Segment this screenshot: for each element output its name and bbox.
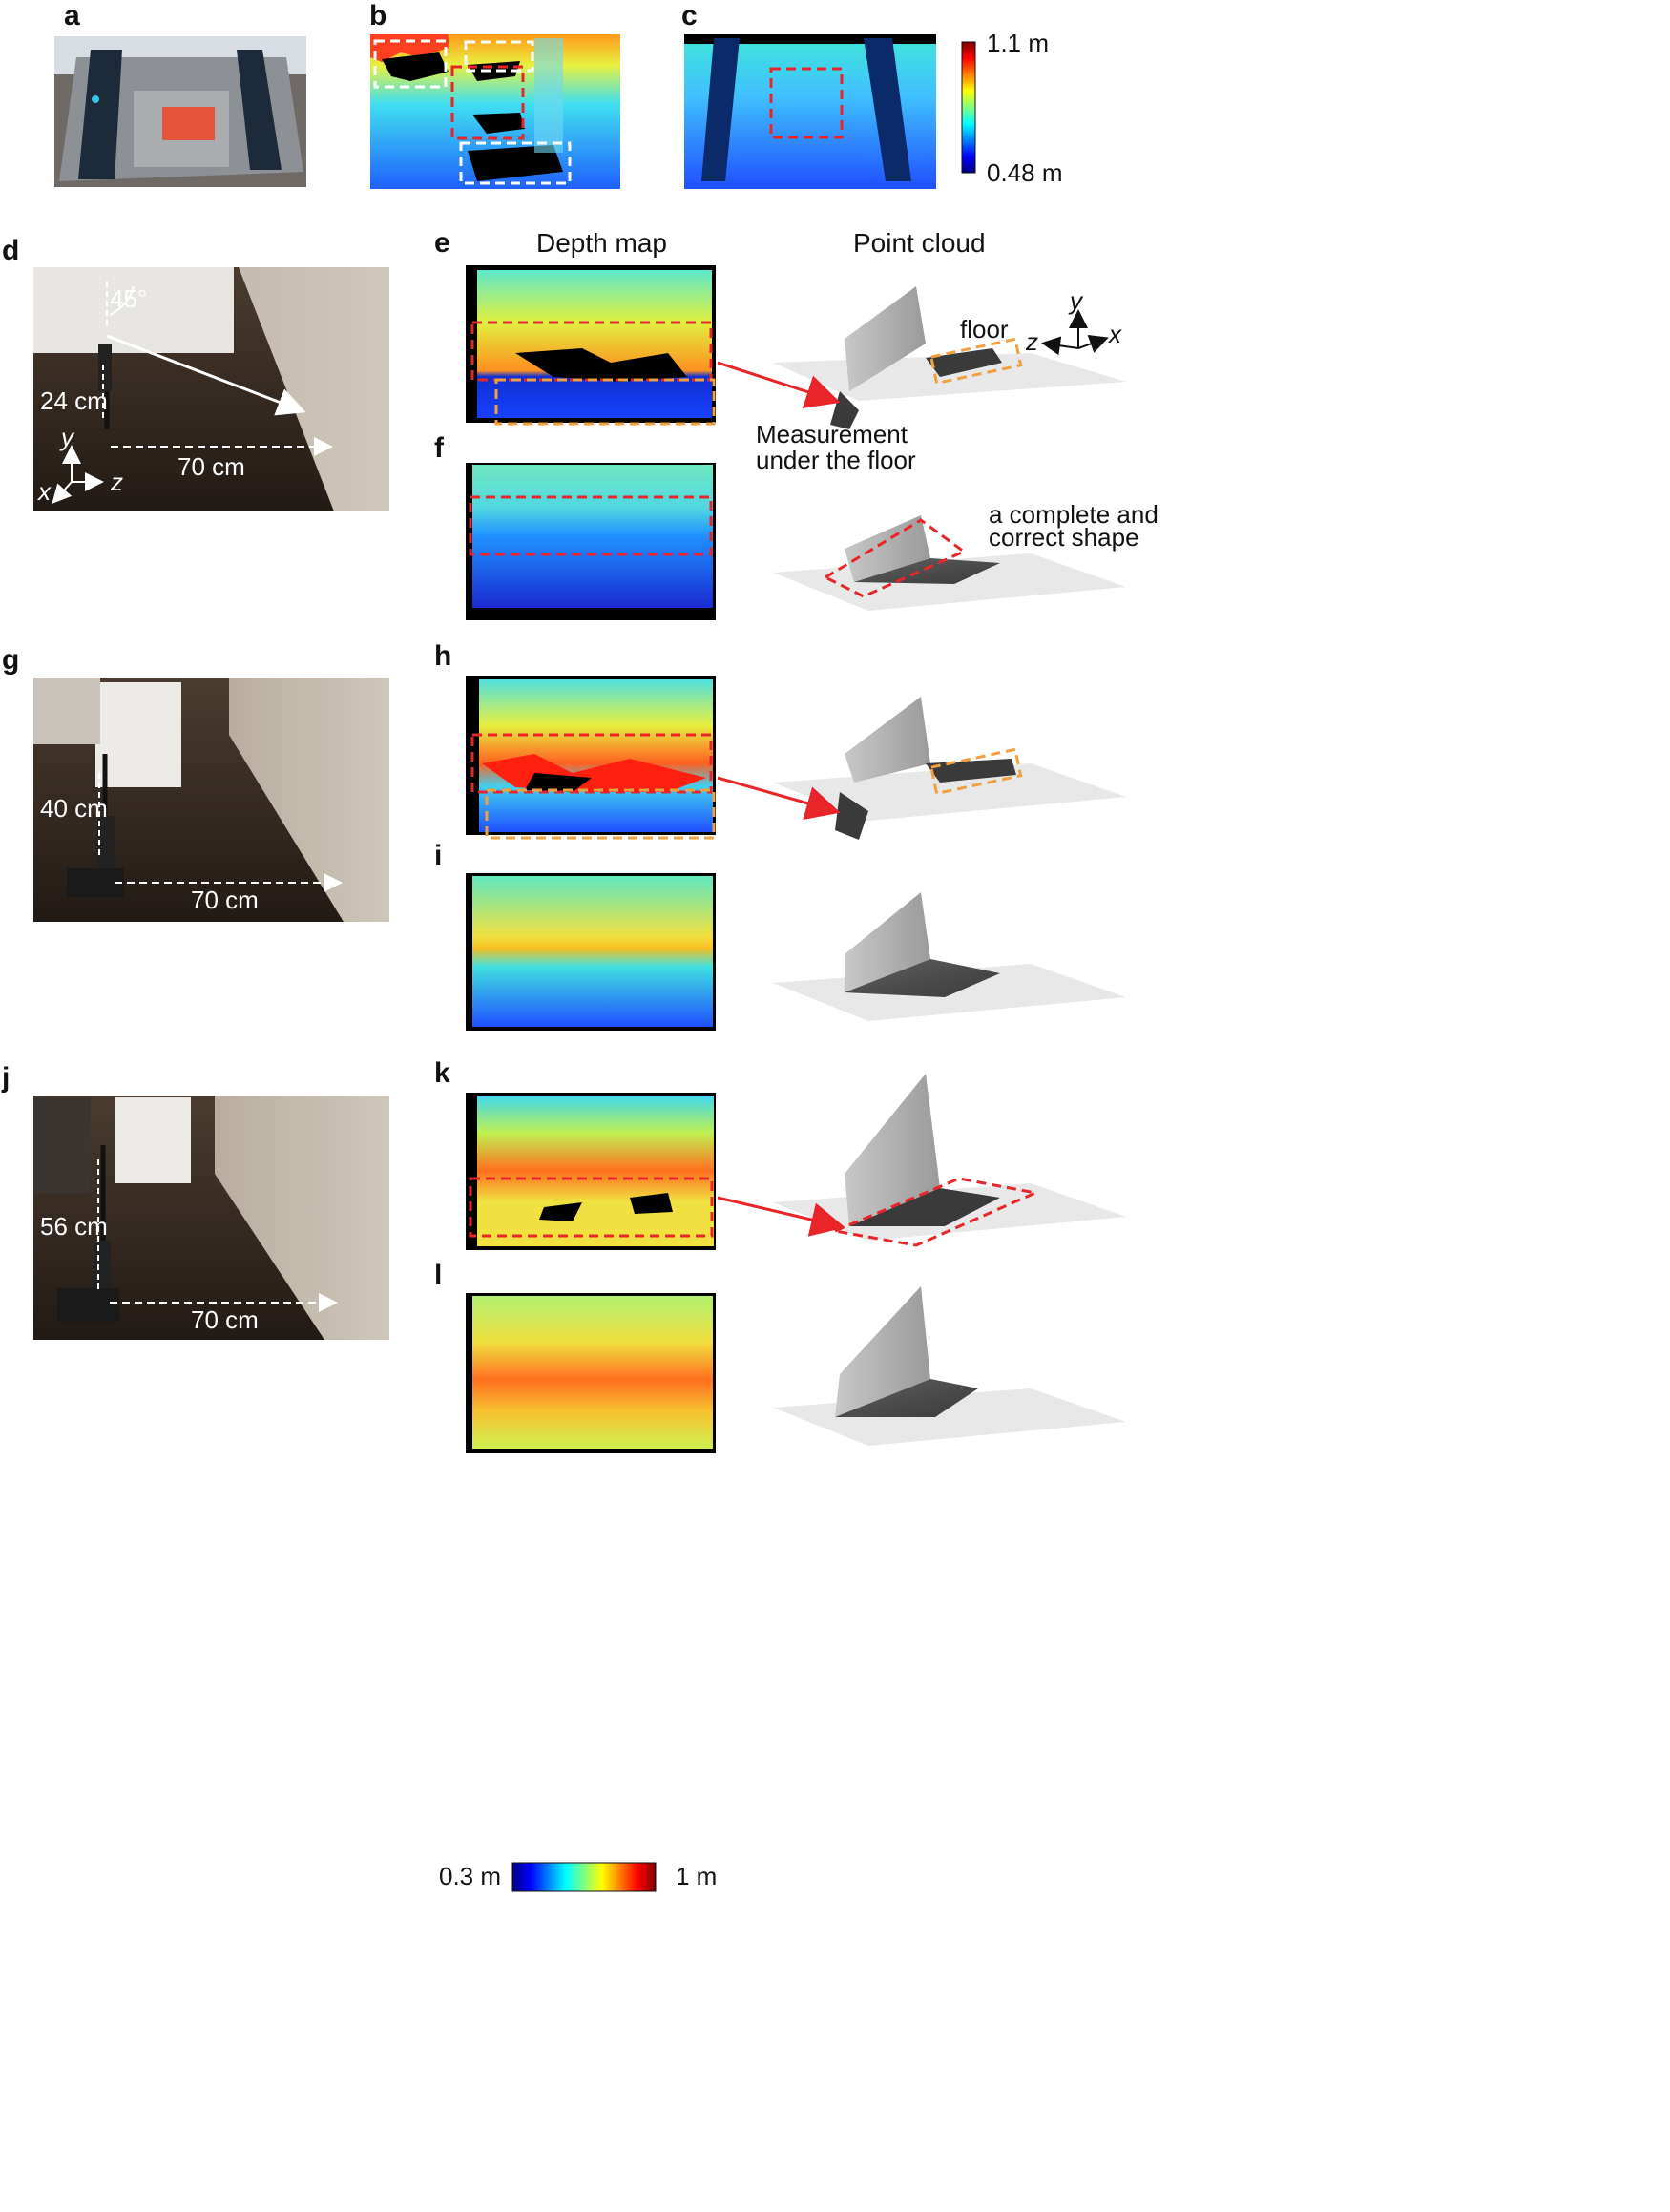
distance-label-d: 70 cm bbox=[177, 452, 245, 481]
panel-label-b: b bbox=[369, 0, 387, 31]
complete-label-2: correct shape bbox=[989, 523, 1139, 552]
colorbar-top bbox=[961, 41, 976, 174]
depth-map-i bbox=[466, 873, 716, 1031]
colorbar-bottom-max: 1 m bbox=[676, 1862, 718, 1890]
panel-label-d: d bbox=[2, 235, 20, 266]
photo-j bbox=[33, 1096, 389, 1340]
arrow-e bbox=[717, 361, 841, 408]
floor-label: floor bbox=[960, 315, 1009, 344]
header-point-cloud: Point cloud bbox=[853, 228, 986, 258]
axis-label-z: z bbox=[111, 468, 123, 496]
depth-map-c bbox=[684, 34, 936, 189]
height-label-g: 40 cm bbox=[40, 794, 108, 823]
colorbar-top-max: 1.1 m bbox=[987, 29, 1050, 57]
complete-label-1: a complete and bbox=[989, 500, 1159, 529]
height-label-d: 24 cm bbox=[40, 386, 108, 415]
colorbar-top-min: 0.48 m bbox=[987, 158, 1063, 187]
panel-label-a: a bbox=[64, 0, 80, 31]
depth-map-k bbox=[466, 1093, 716, 1250]
axes-icon bbox=[1041, 309, 1109, 356]
pc-axis-z: z bbox=[1026, 327, 1038, 356]
depth-map-h bbox=[466, 676, 716, 840]
pc-axis-y: y bbox=[1070, 286, 1082, 315]
point-cloud-k bbox=[773, 1074, 1126, 1247]
distance-label-j: 70 cm bbox=[191, 1305, 259, 1334]
photo-g bbox=[33, 678, 389, 922]
depth-map-e bbox=[466, 265, 716, 426]
measurement-label-1: Measurement bbox=[756, 420, 908, 449]
panel-label-h: h bbox=[434, 640, 452, 672]
panel-label-e: e bbox=[434, 227, 450, 259]
axis-label-y: y bbox=[61, 423, 73, 451]
depth-map-b bbox=[370, 34, 620, 189]
panel-label-l: l bbox=[434, 1260, 443, 1291]
arrow-k bbox=[717, 1196, 845, 1237]
point-cloud-e bbox=[773, 286, 1126, 429]
panel-label-f: f bbox=[434, 432, 444, 464]
depth-map-f bbox=[466, 463, 716, 620]
photo-d bbox=[33, 267, 389, 511]
pc-axis-x: x bbox=[1109, 320, 1121, 348]
colorbar-bottom-min: 0.3 m bbox=[439, 1862, 502, 1890]
depth-map-l bbox=[466, 1293, 716, 1453]
angle-label: 45° bbox=[110, 284, 148, 313]
panel-label-i: i bbox=[434, 840, 443, 871]
arrow-h bbox=[717, 776, 841, 821]
panel-label-j: j bbox=[2, 1062, 10, 1094]
header-depth-map: Depth map bbox=[536, 228, 667, 258]
colorbar-bottom bbox=[511, 1862, 657, 1892]
point-cloud-f bbox=[773, 515, 1126, 611]
point-cloud-i bbox=[773, 892, 1126, 1021]
photo-a bbox=[54, 36, 306, 187]
point-cloud-h bbox=[773, 697, 1126, 840]
panel-label-g: g bbox=[2, 644, 20, 676]
distance-label-g: 70 cm bbox=[191, 886, 259, 914]
panel-label-c: c bbox=[681, 0, 698, 31]
measurement-label-2: under the floor bbox=[756, 446, 916, 474]
panel-label-k: k bbox=[434, 1057, 450, 1089]
point-cloud-l bbox=[773, 1286, 1126, 1446]
axis-label-x: x bbox=[38, 477, 51, 506]
height-label-j: 56 cm bbox=[40, 1212, 108, 1241]
